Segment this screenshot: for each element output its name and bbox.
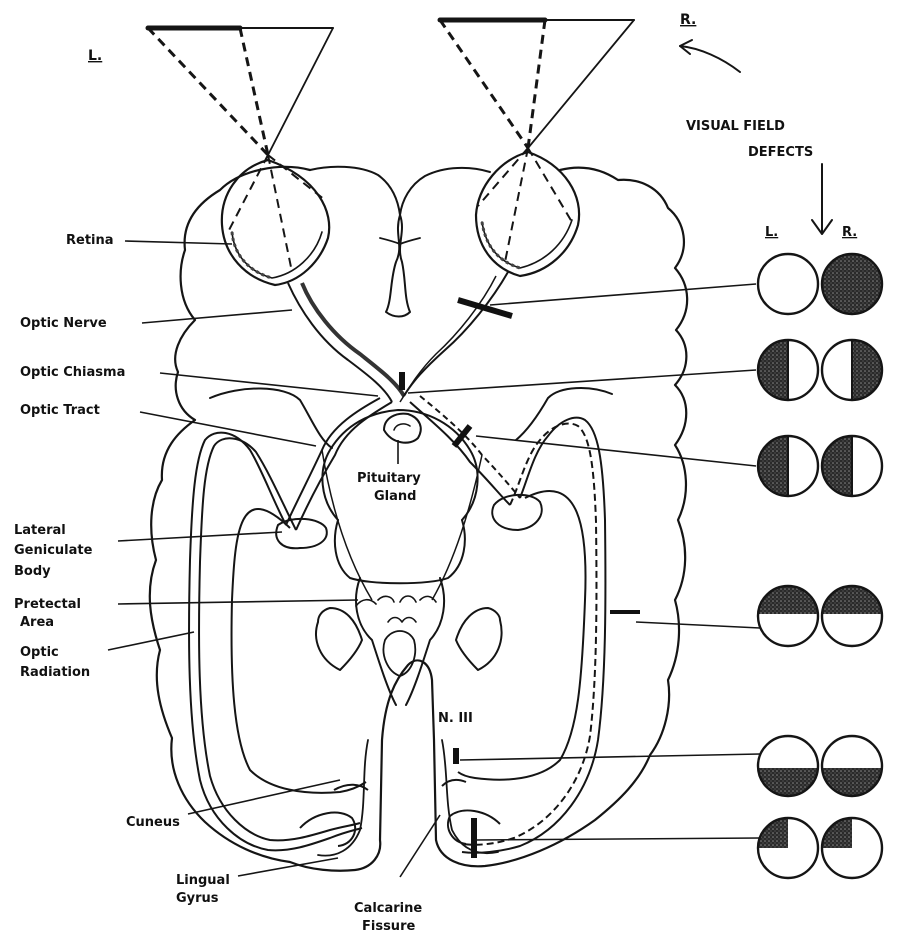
curved-arrow-icon: [680, 40, 740, 72]
label-lgb-line2: Geniculate: [14, 543, 93, 558]
field-defect-5-right: [822, 736, 882, 796]
field-defect-3-right: [822, 436, 882, 496]
field-defect-grid: [758, 254, 882, 878]
field-defect-1-left: [758, 254, 818, 314]
pretectal-area-marks: [356, 596, 436, 606]
brain-outline: [150, 167, 687, 871]
field-defect-shading: [822, 586, 882, 614]
field-defect-6-right: [822, 818, 882, 878]
label-optic-chiasma: Optic Chiasma: [20, 365, 125, 380]
field-defect-4-left: [758, 586, 818, 646]
field-defect-5-left: [758, 736, 818, 796]
label-retina: Retina: [66, 233, 114, 248]
label-lgb-line1: Lateral: [14, 523, 66, 538]
field-defect-4-right: [822, 586, 882, 646]
field-defect-1-right: [822, 254, 882, 314]
label-pituitary-line2: Gland: [374, 489, 416, 504]
label-pretectal-line2: Area: [20, 615, 54, 630]
label-lingual-line2: Gyrus: [176, 891, 219, 906]
visual-field-title-line1: VISUAL FIELD: [686, 119, 785, 134]
left-eye: [222, 160, 329, 285]
field-defect-shading: [758, 586, 818, 614]
optic-pathway: [189, 272, 605, 853]
label-lgb-line3: Body: [14, 564, 51, 579]
down-arrow-icon: [812, 164, 832, 234]
label-radiation-line2: Radiation: [20, 665, 90, 680]
field-defect-2-left: [758, 340, 818, 400]
label-pretectal-line1: Pretectal: [14, 597, 81, 612]
field-defect-6-left: [758, 818, 818, 878]
label-optic-nerve: Optic Nerve: [20, 316, 107, 331]
field-defect-shading: [852, 340, 882, 400]
right-eye-label: R.: [680, 12, 696, 28]
label-calcarine-line2: Fissure: [362, 919, 415, 934]
field-defect-shading: [758, 340, 788, 400]
leader-lines-left: [108, 241, 440, 877]
column-right-label: R.: [842, 225, 857, 240]
field-defect-3-left: [758, 436, 818, 496]
lesion-marks: [402, 300, 640, 858]
field-defect-shading: [822, 436, 852, 496]
field-defect-2-right: [822, 340, 882, 400]
label-radiation-line1: Optic: [20, 645, 59, 660]
label-n3: N. III: [438, 711, 473, 726]
label-pituitary-line1: Pituitary: [357, 471, 421, 486]
field-defect-shading: [822, 768, 882, 796]
lesion-optic-nerve: [458, 300, 512, 316]
right-eye: [476, 152, 579, 276]
light-rays: [148, 20, 572, 272]
label-lingual-line1: Lingual: [176, 873, 230, 888]
label-cuneus: Cuneus: [126, 815, 180, 830]
label-calcarine-line1: Calcarine: [354, 901, 422, 916]
column-left-label: L.: [765, 225, 778, 240]
visual-field-bars: [148, 20, 634, 155]
left-eye-label: L.: [88, 48, 102, 64]
field-defect-shading: [758, 768, 818, 796]
label-optic-tract: Optic Tract: [20, 403, 100, 418]
pituitary-gland: [384, 414, 421, 443]
field-defect-circle: [758, 254, 818, 314]
visual-field-title-line2: DEFECTS: [748, 145, 813, 160]
field-defect-shading: [758, 436, 788, 496]
lesion-optic-tract: [454, 426, 470, 446]
